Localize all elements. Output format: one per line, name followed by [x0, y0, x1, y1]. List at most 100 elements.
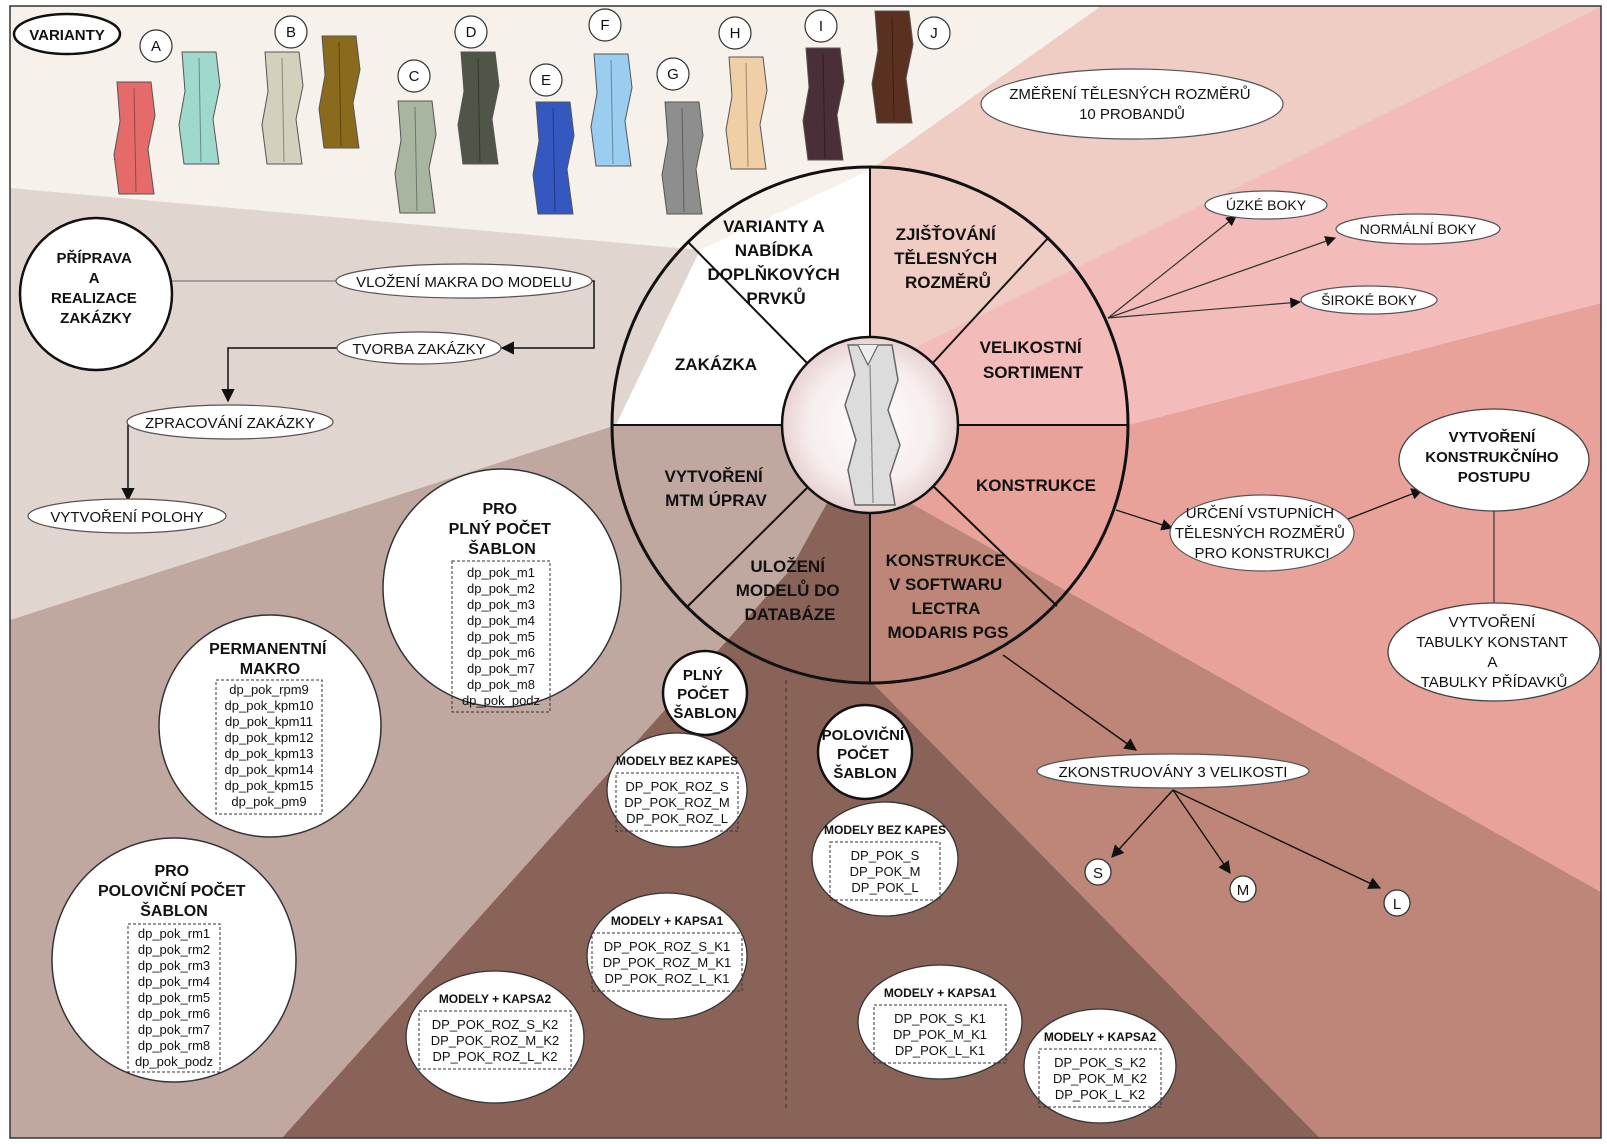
model-group: MODELY BEZ KAPESDP_POK_ROZ_SDP_POK_ROZ_M… [606, 732, 748, 848]
size-m [1229, 875, 1257, 903]
variant-bag [394, 100, 437, 214]
variants-title: VARIANTY [29, 27, 105, 44]
model-item: DP_POK_ROZ_L_K2 [432, 1049, 557, 1064]
macro-item: dp_pok_podz [462, 693, 540, 708]
macro-item: dp_pok_m3 [467, 597, 535, 612]
model-group-title: MODELY BEZ KAPES [824, 823, 946, 837]
macro-item: dp_pok_rm7 [138, 1022, 210, 1037]
hip-arrows [1107, 215, 1337, 319]
model-group: MODELY + KAPSA1DP_POK_ROZ_S_K1DP_POK_ROZ… [586, 892, 748, 1020]
size-arrows [1111, 789, 1382, 889]
konstrukce-arrow [1115, 509, 1174, 531]
model-item: DP_POK_L_K1 [895, 1043, 985, 1058]
macro-item: dp_pok_rm1 [138, 926, 210, 941]
hip-normal-label: NORMÁLNÍ BOKY [1360, 221, 1477, 237]
segment-mtm: VYTVOŘENÍ MTM ÚPRAV [665, 467, 768, 510]
variants-title-ellipse [12, 12, 122, 56]
variant-letter-label: B [286, 24, 296, 41]
model-item: DP_POK_M [850, 864, 921, 879]
measure-label: ZMĚŘENÍ TĚLESNÝCH ROZMĚRŮ 10 PROBANDŮ [1009, 85, 1255, 123]
variant-letter-label: G [667, 66, 679, 83]
macro-item: dp_pok_rm5 [138, 990, 210, 1005]
model-item: DP_POK_L_K2 [1055, 1087, 1145, 1102]
variant-bag [871, 10, 914, 124]
inputs-to-procedure-arrow [1347, 488, 1424, 520]
lectra-sector [870, 480, 1601, 1138]
center-garment-bag [844, 344, 901, 506]
macro-item: dp_pok_kpm12 [225, 730, 314, 745]
segment-lectra: KONSTRUKCE V SOFTWARU LECTRA MODARIS PGS [886, 551, 1011, 642]
wheel-spokes [612, 167, 1128, 683]
model-item: DP_POK_S_K1 [894, 1011, 986, 1026]
model-item: DP_POK_ROZ_L_K1 [604, 971, 729, 986]
database-sector [282, 425, 1320, 1138]
variant-letter-e: E [529, 63, 563, 97]
macro-item: dp_pok_m2 [467, 581, 535, 596]
variant-garment-bags [113, 10, 914, 215]
segment-sortiment: VELIKOSTNÍ SORTIMENT [980, 338, 1087, 382]
variant-letter-h: H [718, 16, 752, 50]
macro-item: dp_pok_rpm9 [229, 682, 309, 697]
page-frame [9, 5, 1602, 1139]
variant-bag [457, 51, 500, 165]
macro-item: dp_pok_kpm10 [225, 698, 314, 713]
model-item: DP_POK_ROZ_M_K2 [431, 1033, 560, 1048]
model-item: DP_POK_ROZ_M [624, 795, 729, 810]
model-group-title: MODELY + KAPSA2 [439, 992, 552, 1006]
model-item: DP_POK_L [851, 880, 918, 895]
tables-label: VYTVOŘENÍ TABULKY KONSTANT A TABULKY PŘÍ… [1416, 614, 1572, 691]
variant-letter-label: I [819, 18, 823, 35]
sizes-title: ZKONSTRUOVÁNY 3 VELIKOSTI [1059, 764, 1288, 781]
variant-letter-j: J [917, 16, 951, 50]
macro-item: dp_pok_kpm13 [225, 746, 314, 761]
variant-bag [318, 35, 361, 149]
segment-varianty: VARIANTY A NABÍDKA DOPLŇKOVÝCH PRVKŮ [708, 217, 845, 308]
variant-bag [725, 56, 768, 170]
model-item: DP_POK_ROZ_L [626, 811, 728, 826]
model-group: MODELY + KAPSA2DP_POK_S_K2DP_POK_M_K2DP_… [1023, 1008, 1177, 1124]
tables-ellipse [1387, 602, 1601, 702]
order-step-1-label: VLOŽENÍ MAKRA DO MODELU [356, 274, 572, 291]
segment-konstrukce: KONSTRUKCE [976, 476, 1096, 495]
db-full-title: PLNÝ POČET ŠABLON [661, 649, 749, 737]
size-l [1383, 889, 1411, 917]
variant-letter-f: F [588, 8, 622, 42]
hip-narrow [1204, 190, 1328, 220]
macro-item: dp_pok_rm3 [138, 958, 210, 973]
inputs-label: URČENÍ VSTUPNÍCH TĚLESNÝCH ROZMĚRŮ PRO K… [1175, 505, 1349, 562]
order-step-1 [335, 263, 593, 299]
order-title-circle [18, 216, 174, 372]
order-step-3 [126, 404, 334, 440]
variant-bag [802, 47, 845, 161]
order-step-3-label: ZPRACOVÁNÍ ZAKÁZKY [145, 415, 315, 432]
size-l-label: L [1393, 896, 1401, 913]
svg-text:POLOVIČNÍ POČET ŠA: POLOVIČNÍ POČET ŠABLON [822, 726, 909, 782]
macro-item: dp_pok_rm2 [138, 942, 210, 957]
macro-item: dp_pok_kpm14 [225, 762, 314, 777]
svg-text:PRO PLNÝ POČET ŠAB: PRO PLNÝ POČET ŠABLON [449, 501, 556, 558]
model-item: DP_POK_S [851, 848, 920, 863]
measure-ellipse [980, 68, 1284, 140]
macro-item: dp_pok_rm8 [138, 1038, 210, 1053]
model-item: DP_POK_ROZ_M_K1 [603, 955, 732, 970]
variant-letter-a: A [139, 29, 173, 63]
procedure-label: VYTVOŘENÍ KONSTRUKČNÍHO POSTUPU [1425, 428, 1563, 486]
model-group-title: MODELY + KAPSA2 [1044, 1030, 1157, 1044]
lectra-to-sizes-arrow [1002, 654, 1138, 751]
svg-text:PLNÝ POČET ŠABLON: PLNÝ POČET ŠABLON [673, 666, 736, 722]
macro-item: dp_pok_rm6 [138, 1006, 210, 1021]
model-group: MODELY BEZ KAPES DP_POK_SDP_POK_MDP_POK_L [811, 801, 959, 917]
macro-item: dp_pok_m4 [467, 613, 535, 628]
sizes-ellipse [1036, 753, 1310, 789]
order-title: PŘÍPRAVA A REALIZACE ZAKÁZKY [51, 249, 141, 327]
macro-item: dp_pok_kpm15 [225, 778, 314, 793]
segment-zakazka: ZAKÁZKA [675, 355, 757, 374]
variant-letters: A B C D EF G H I J [139, 8, 951, 97]
macro-item: dp_pok_rm4 [138, 974, 210, 989]
variant-letter-label: C [409, 68, 420, 85]
variant-letter-d: D [454, 15, 488, 49]
model-item: DP_POK_M_K2 [1053, 1071, 1147, 1086]
model-group-title: MODELY + KAPSA1 [611, 914, 724, 928]
order-step-2-label: TVORBA ZAKÁZKY [352, 341, 485, 358]
